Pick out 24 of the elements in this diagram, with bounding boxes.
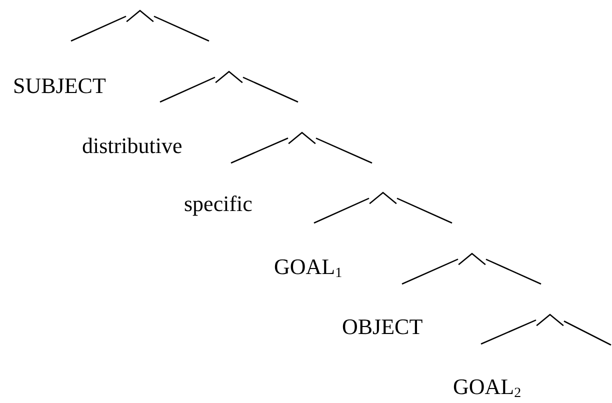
branch-vertex: [215, 71, 243, 83]
tree-label: GOAL$_{1}$: [274, 255, 342, 279]
tree-label: OBJECT: [342, 315, 423, 339]
tree-branch: [480, 319, 536, 345]
tree-branch: [314, 198, 370, 224]
branch-vertex: [536, 314, 564, 326]
tree-branch: [396, 198, 452, 224]
branch-vertex: [126, 10, 154, 22]
tree-label: distributive: [82, 134, 182, 158]
tree-branch: [316, 138, 372, 164]
tree-branch: [564, 320, 612, 346]
branch-vertex: [288, 132, 316, 144]
tree-branch: [230, 138, 288, 164]
tree-branch: [242, 76, 298, 103]
tree-branch: [486, 258, 542, 285]
tree-branch: [70, 16, 126, 42]
tree-branch: [154, 16, 210, 42]
tree-label: specific: [184, 192, 252, 216]
tree-branch: [402, 258, 458, 285]
tree-branch: [160, 76, 216, 103]
tree-label: GOAL$_{2}$: [453, 375, 522, 399]
branch-vertex: [458, 253, 486, 265]
tree-label: SUBJECT: [13, 74, 106, 98]
branch-vertex: [369, 192, 397, 204]
